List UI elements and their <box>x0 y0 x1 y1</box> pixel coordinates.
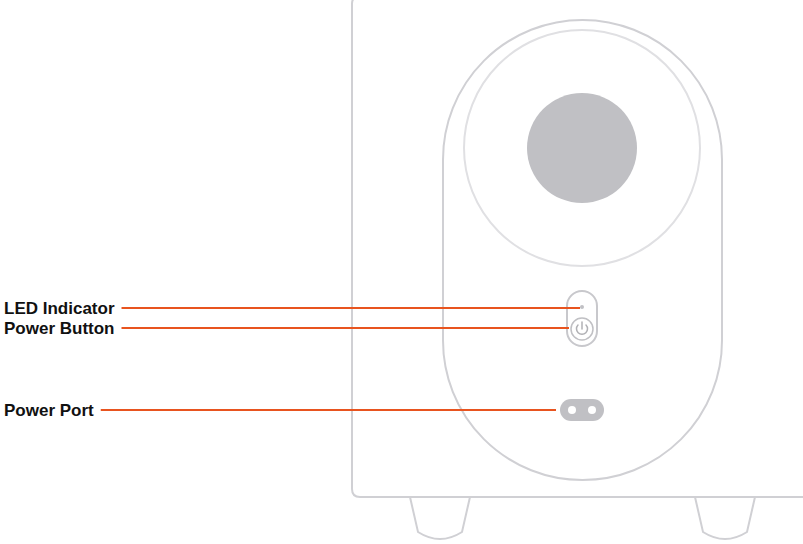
power-symbol <box>581 322 583 329</box>
cabinet-outline <box>352 0 803 497</box>
bass-port <box>527 93 637 203</box>
power-port <box>560 399 604 421</box>
port-pin <box>588 406 596 414</box>
leader-line <box>101 409 556 411</box>
led-indicator <box>580 305 584 309</box>
part-label: Power Button <box>4 320 115 337</box>
foot <box>410 497 470 539</box>
port-pin <box>568 406 576 414</box>
part-label: Power Port <box>4 402 94 419</box>
part-label: LED Indicator <box>4 300 115 317</box>
port-ring <box>464 30 700 266</box>
leader-line <box>122 307 580 309</box>
power-button <box>571 318 593 340</box>
foot <box>695 497 755 539</box>
leader-line <box>122 327 570 329</box>
button-housing <box>567 291 597 346</box>
